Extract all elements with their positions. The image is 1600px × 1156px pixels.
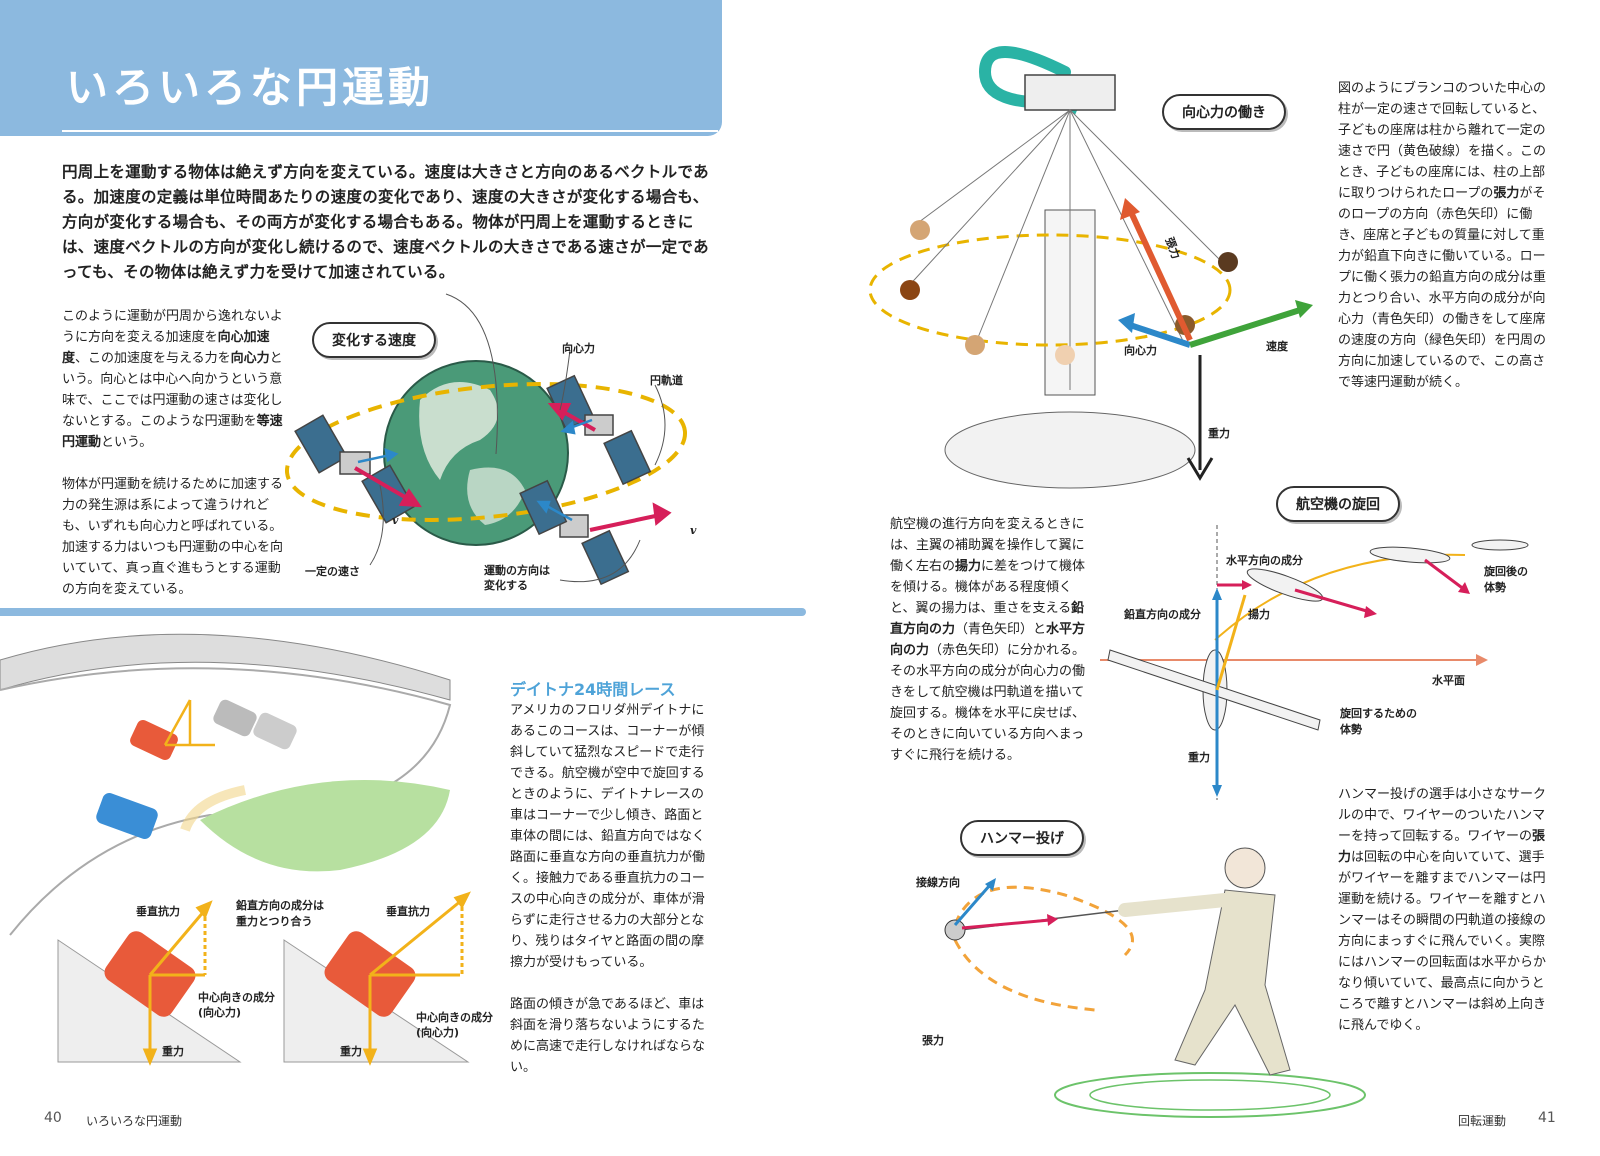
text-span: （青色矢印）と	[955, 622, 1046, 637]
label-after-turn: 旋回後の 体勢	[1484, 564, 1528, 596]
label-horizontal-plane: 水平面	[1432, 672, 1465, 688]
daytona-text: アメリカのフロリダ州デイトナにあるこのコースは、コーナーが傾斜していて猛烈なスピ…	[510, 700, 716, 1078]
label-tangent-direction: 接線方向	[916, 874, 960, 890]
page-number-right: 41	[1538, 1110, 1556, 1126]
label-swing-gravity: 重力	[1208, 425, 1230, 441]
label-normal-force-2: 垂直抗力	[386, 903, 430, 919]
label-v-1: v	[392, 514, 398, 527]
label-gravity-2: 重力	[340, 1043, 362, 1059]
pill-changing-velocity: 変化する速度	[312, 322, 436, 358]
section-divider	[0, 608, 806, 616]
banked-car-diagram-1	[58, 903, 240, 1062]
label-constant-speed: 一定の速さ	[305, 563, 360, 579]
running-header-right: 回転運動	[1458, 1112, 1506, 1129]
label-centripetal-component-1: 中心向きの成分 (向心力)	[198, 990, 275, 1020]
text-span: は回転の中心を向いていて、選手がワイヤーを離すまでハンマーは円運動を続ける。ワイ…	[1338, 850, 1546, 1033]
label-aircraft-gravity: 重力	[1188, 749, 1210, 765]
bold-term: 揚力	[955, 559, 981, 574]
label-normal-force-1: 垂直抗力	[136, 903, 180, 919]
aircraft-illustration	[1100, 525, 1528, 800]
bold-term: 張力	[1493, 186, 1519, 201]
label-lift: 揚力	[1248, 606, 1270, 622]
label-swing-centripetal: 向心力	[1124, 342, 1157, 358]
hammer-throw-illustration	[945, 848, 1365, 1117]
label-circular-orbit: 円軌道	[650, 372, 683, 388]
label-v-2: v	[690, 524, 696, 537]
aircraft-text: 航空機の進行方向を変えるときには、主翼の補助翼を操作して翼に働く左右の揚力に差を…	[890, 514, 1096, 766]
text-span: （赤色矢印）に分かれる。その水平方向の成分が向心力の働きをして航空機は円軌道を描…	[890, 643, 1085, 763]
pill-aircraft-turn: 航空機の旋回	[1276, 486, 1400, 522]
label-gravity-1: 重力	[162, 1043, 184, 1059]
running-header-left: いろいろな円運動	[86, 1112, 182, 1129]
swing-text: 図のようにブランコのついた中心の柱が一定の速さで回転していると、子どもの座席は柱…	[1338, 78, 1556, 393]
pill-centripetal-action: 向心力の働き	[1162, 94, 1286, 130]
daytona-paragraph-2: 路面の傾きが急であるほど、車は斜面を滑り落ちないようにするために高速で走行しなけ…	[510, 994, 716, 1078]
text-span: ハンマー投げの選手は小さなサークルの中で、ワイヤーのついたハンマーを持って回転す…	[1338, 787, 1546, 844]
label-centripetal-component-2: 中心向きの成分 (向心力)	[416, 1010, 493, 1040]
label-vertical-component-note: 鉛直方向の成分は 重力とつり合う	[236, 898, 324, 930]
page-number-left: 40	[44, 1110, 62, 1126]
label-horizontal-component: 水平方向の成分	[1226, 552, 1303, 568]
daytona-heading: デイトナ24時間レース	[510, 676, 675, 700]
race-track-illustration	[0, 634, 450, 935]
label-swing-speed: 速度	[1266, 338, 1288, 354]
label-turning-attitude: 旋回するための 体勢	[1340, 706, 1417, 738]
hammer-text: ハンマー投げの選手は小さなサークルの中で、ワイヤーのついたハンマーを持って回転す…	[1338, 784, 1556, 1036]
pill-hammer-throw: ハンマー投げ	[960, 820, 1084, 856]
label-direction-changes: 運動の方向は 変化する	[484, 563, 550, 593]
label-hammer-tension: 張力	[922, 1032, 944, 1048]
daytona-paragraph-1: アメリカのフロリダ州デイトナにあるこのコースは、コーナーが傾斜していて猛烈なスピ…	[510, 700, 716, 973]
label-vertical-component: 鉛直方向の成分	[1124, 606, 1201, 622]
label-centripetal-force: 向心力	[562, 340, 595, 356]
text-span: 図のようにブランコのついた中心の柱が一定の速さで回転していると、子どもの座席は柱…	[1338, 81, 1546, 201]
text-span: がそのロープの方向（赤色矢印）に働き、座席と子どもの質量に対して重力が鉛直下向き…	[1338, 186, 1546, 390]
